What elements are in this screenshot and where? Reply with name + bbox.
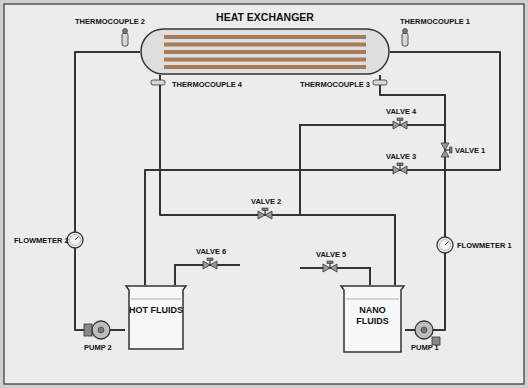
flowmeter-symbol	[67, 232, 83, 248]
valve-symbol	[393, 118, 407, 129]
fluid-tank: NANO FLUIDS	[340, 285, 405, 353]
part-label: FLOWMETER 2	[14, 236, 69, 245]
valve-symbol	[441, 143, 452, 157]
beaker	[126, 286, 186, 349]
fluid-tank: HOT FLUIDS	[125, 285, 187, 350]
tube	[164, 35, 366, 39]
part-label: VALVE 4	[386, 107, 416, 116]
part-label: THERMOCOUPLE 3	[300, 80, 370, 89]
node-heading: HEAT EXCHANGER	[140, 11, 390, 23]
valve-symbol	[203, 258, 217, 269]
tube	[164, 58, 366, 62]
part-label: PUMP 2	[84, 343, 112, 352]
flowmeter-symbol	[437, 237, 453, 253]
valve-symbol	[258, 208, 272, 219]
tube	[164, 50, 366, 54]
part-label: VALVE 6	[196, 247, 226, 256]
exchanger-shell	[140, 28, 390, 75]
valve-symbol	[393, 163, 407, 174]
part-label: THERMOCOUPLE 1	[400, 17, 470, 26]
fluid-level	[346, 299, 399, 300]
part-label: VALVE 5	[316, 250, 346, 259]
thermocouple-symbol	[373, 80, 387, 85]
valve-symbol	[323, 261, 337, 272]
beaker-outline	[125, 285, 187, 350]
part-label: THERMOCOUPLE 4	[172, 80, 242, 89]
thermocouple-symbol	[122, 29, 128, 47]
pipe	[160, 75, 395, 285]
thermocouple-symbol	[151, 80, 165, 85]
tube	[164, 65, 366, 69]
part-label: FLOWMETER 1	[457, 241, 512, 250]
part-label: THERMOCOUPLE 2	[75, 17, 145, 26]
part-label: PUMP 1	[411, 343, 439, 352]
return-pipe	[175, 265, 240, 285]
frame	[4, 4, 524, 384]
tube	[164, 43, 366, 47]
node-label: HOT FLUIDS	[125, 285, 187, 316]
pump-symbol	[84, 321, 110, 339]
thermocouple-symbol	[402, 29, 408, 47]
part-label: VALVE 1	[455, 146, 485, 155]
part-label: VALVE 3	[386, 152, 416, 161]
beaker	[341, 286, 404, 352]
shell	[141, 29, 389, 74]
pipe	[145, 52, 500, 285]
fluid-level	[131, 299, 181, 300]
part-label: VALVE 2	[251, 197, 281, 206]
heat-exchanger: HEAT EXCHANGER	[140, 28, 390, 75]
node-label: NANO FLUIDS	[340, 285, 405, 327]
pump-symbol	[415, 321, 440, 345]
